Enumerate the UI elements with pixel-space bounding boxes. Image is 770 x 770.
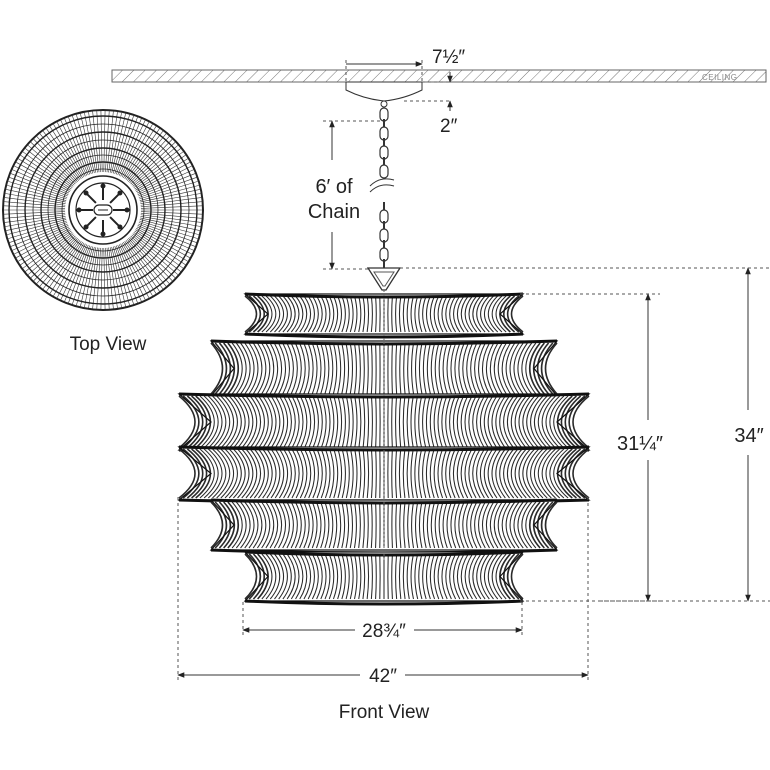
ceiling: CEILING — [111, 69, 767, 83]
canopy-width-label: 7½″ — [432, 47, 465, 68]
chain-dimension — [323, 120, 395, 270]
chain — [366, 100, 402, 291]
pendant-top-view — [2, 109, 204, 311]
ceiling-label: CEILING — [702, 73, 738, 82]
chain-length-label-line1: 6′ of — [315, 176, 353, 198]
body-height-label: 31¼″ — [617, 433, 663, 455]
height-dimensions — [400, 267, 770, 602]
chain-length-label-line2: Chain — [308, 201, 360, 223]
canopy-height-label: 2″ — [440, 116, 458, 137]
top-view-caption: Top View — [70, 334, 147, 355]
pendant-front-view — [177, 290, 591, 606]
overall-width-label: 42″ — [369, 666, 397, 687]
bottom-width-label: 28¾″ — [362, 621, 406, 642]
front-view-caption: Front View — [339, 702, 430, 723]
width-dimensions — [177, 497, 589, 680]
overall-height-label: 34″ — [734, 425, 763, 447]
